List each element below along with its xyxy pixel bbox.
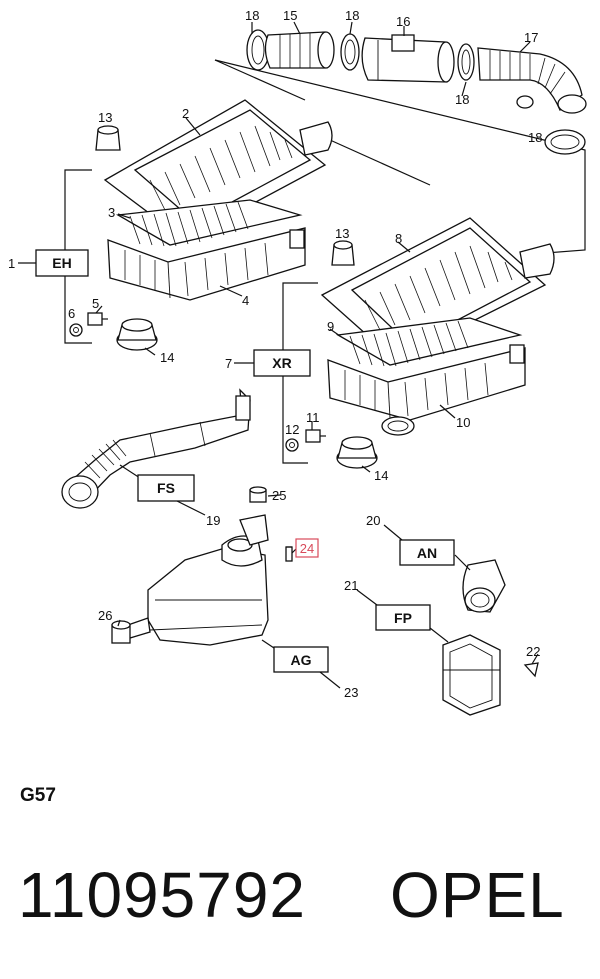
callout-21: 21 (344, 578, 358, 593)
callout-5: 5 (92, 296, 99, 311)
callout-1: 1 (8, 256, 15, 271)
callout-6: 6 (68, 306, 75, 321)
callout-25: 25 (272, 488, 286, 503)
callout-19: 19 (206, 513, 220, 528)
clamp-18-bottom[interactable] (544, 129, 586, 155)
svg-text:XR: XR (272, 355, 291, 371)
callout-23: 23 (344, 685, 358, 700)
nut-6[interactable] (69, 323, 83, 337)
callout-17: 17 (524, 30, 538, 45)
callout-14: 14 (160, 350, 174, 365)
callout-14: 14 (374, 468, 388, 483)
hose-15[interactable] (264, 31, 335, 69)
callout-7: 7 (225, 356, 232, 371)
cap-13-left[interactable] (95, 125, 121, 151)
air-cleaner-housing-4[interactable] (107, 227, 306, 301)
callout-20: 20 (366, 513, 380, 528)
clamp-18-right[interactable] (457, 43, 475, 81)
cap-13-right[interactable] (331, 240, 355, 266)
brand-name: OPEL (390, 859, 565, 931)
grommet-14-right[interactable] (336, 436, 378, 469)
svg-text:AG: AG (291, 652, 312, 668)
svg-text:FS: FS (157, 480, 175, 496)
variant-box-xr[interactable]: XR (253, 349, 311, 377)
adapter-20[interactable] (462, 559, 506, 613)
hose-17[interactable] (477, 47, 587, 114)
bolt-11[interactable] (305, 429, 326, 443)
airflow-meter-16[interactable] (361, 34, 455, 83)
filter-element-9[interactable] (336, 317, 523, 367)
screw-24[interactable] (285, 546, 293, 562)
callout-12: 12 (285, 422, 299, 437)
part-number: 11095792 (18, 859, 306, 931)
svg-text:AN: AN (417, 545, 437, 561)
callout-13: 13 (335, 226, 349, 241)
cap-25[interactable] (249, 486, 267, 503)
callout-16: 16 (396, 14, 410, 29)
clip-22[interactable] (523, 662, 539, 678)
variant-box-fp[interactable]: FP (375, 604, 431, 631)
grommet-14-left[interactable] (116, 318, 158, 351)
callout-8: 8 (395, 231, 402, 246)
callout-13: 13 (98, 110, 112, 125)
callout-24-highlighted[interactable]: 24 (295, 538, 319, 558)
filter-element-3[interactable] (115, 199, 303, 247)
callout-18: 18 (455, 92, 469, 107)
bolt-5[interactable] (87, 312, 108, 326)
air-cleaner-cover-2[interactable] (103, 99, 333, 241)
svg-text:EH: EH (52, 255, 71, 271)
intake-hose-19[interactable] (61, 388, 251, 509)
callout-11: 11 (306, 410, 320, 425)
duct-21[interactable] (442, 634, 501, 716)
callout-18: 18 (345, 8, 359, 23)
callout-10: 10 (456, 415, 470, 430)
resonator-23[interactable] (127, 514, 269, 646)
callout-18: 18 (245, 8, 259, 23)
callout-15: 15 (283, 8, 297, 23)
air-cleaner-housing-10[interactable] (327, 344, 526, 436)
callout-3: 3 (108, 205, 115, 220)
diagram-reference-code: G57 (20, 785, 56, 806)
variant-box-eh[interactable]: EH (35, 249, 89, 277)
callout-2: 2 (182, 106, 189, 121)
variant-box-an[interactable]: AN (399, 539, 455, 566)
variant-box-fs[interactable]: FS (137, 474, 195, 502)
nut-12[interactable] (285, 438, 299, 452)
svg-text:24: 24 (300, 541, 314, 556)
clamp-18-mid[interactable] (340, 33, 360, 71)
grommet-26[interactable] (111, 620, 131, 644)
callout-22: 22 (526, 644, 540, 659)
callout-4: 4 (242, 293, 249, 308)
callout-9: 9 (327, 319, 334, 334)
svg-text:FP: FP (394, 610, 412, 626)
air-cleaner-cover-8[interactable] (320, 217, 555, 361)
callout-18: 18 (528, 130, 542, 145)
callout-numbers: 18 15 18 16 17 18 18 13 2 3 1 4 5 6 14 1… (8, 8, 542, 700)
callout-26: 26 (98, 608, 112, 623)
variant-box-ag[interactable]: AG (273, 646, 329, 673)
